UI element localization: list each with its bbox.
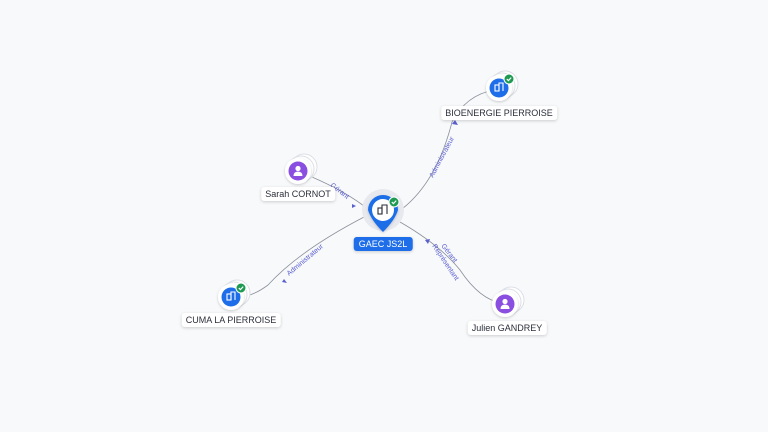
edge-label-cuma: Administrateur xyxy=(286,243,326,278)
edge-arrow-cuma xyxy=(282,279,287,283)
person-icon xyxy=(293,165,303,176)
edge-label-bioenergie: Administrateur xyxy=(429,135,457,179)
node-center[interactable] xyxy=(362,189,404,232)
check-badge-icon xyxy=(388,196,400,208)
node-bioenergie[interactable] xyxy=(486,70,519,101)
edge-arrow-julien xyxy=(425,239,430,244)
node-label-bioenergie[interactable]: BIOENERGIE PIERROISE xyxy=(441,106,557,120)
edge-bioenergie xyxy=(397,89,495,213)
check-badge-icon xyxy=(235,282,247,294)
node-sarah[interactable] xyxy=(285,153,318,184)
node-label-cuma[interactable]: CUMA LA PIERROISE xyxy=(181,313,281,327)
check-badge-icon xyxy=(503,73,515,85)
node-label-center[interactable]: GAEC JS2L xyxy=(353,237,413,251)
building-icon xyxy=(494,82,504,92)
edge-cuma xyxy=(237,215,367,298)
node-label-julien[interactable]: Julien GANDREY xyxy=(467,321,547,335)
building-icon xyxy=(377,204,388,215)
node-label-sarah[interactable]: Sarah CORNOT xyxy=(261,187,335,201)
node-julien[interactable] xyxy=(492,286,525,317)
edge-arrow-sarah xyxy=(352,204,356,208)
building-icon xyxy=(226,291,236,301)
edge-julien xyxy=(399,221,503,304)
edge-arrow-bioenergie xyxy=(452,120,458,125)
node-cuma[interactable] xyxy=(218,279,251,310)
person-icon xyxy=(500,298,510,309)
